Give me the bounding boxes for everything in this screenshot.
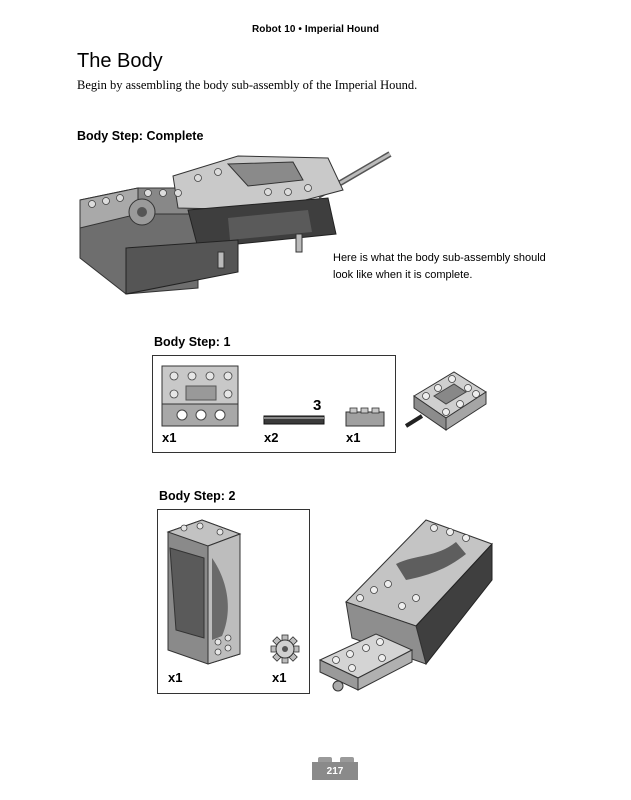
complete-caption: Here is what the body sub-assembly shoul… bbox=[333, 252, 546, 281]
page-number-stud bbox=[318, 757, 332, 762]
step1-part-plate bbox=[345, 407, 385, 427]
step1-label: Body Step: 1 bbox=[154, 335, 231, 349]
running-header: Robot 10 • Imperial Hound bbox=[251, 24, 380, 35]
step1-part-frame-brick bbox=[161, 365, 239, 427]
step1-result-illustration bbox=[404, 371, 487, 431]
step2-part2-qty: x1 bbox=[272, 670, 287, 685]
section-title: The Body bbox=[77, 50, 163, 72]
section-intro: Begin by assembling the body sub-assembl… bbox=[77, 78, 418, 92]
step1-part3-qty: x1 bbox=[346, 430, 361, 445]
step2-part1-qty: x1 bbox=[168, 670, 183, 685]
step1-part-axle bbox=[263, 415, 325, 425]
page-number-stud bbox=[340, 757, 354, 762]
step2-part-motor bbox=[166, 519, 242, 665]
step2-result-illustration bbox=[318, 519, 493, 692]
step2-label: Body Step: 2 bbox=[159, 489, 236, 503]
step1-part1-qty: x1 bbox=[162, 430, 177, 445]
step1-part2-qty: x2 bbox=[264, 430, 279, 445]
complete-body-illustration bbox=[79, 151, 392, 295]
step2-part-gear bbox=[270, 634, 300, 664]
step-complete-label: Body Step: Complete bbox=[77, 129, 204, 143]
page-number: 217 bbox=[312, 762, 358, 780]
step1-axle-length-label: 3 bbox=[313, 397, 322, 414]
